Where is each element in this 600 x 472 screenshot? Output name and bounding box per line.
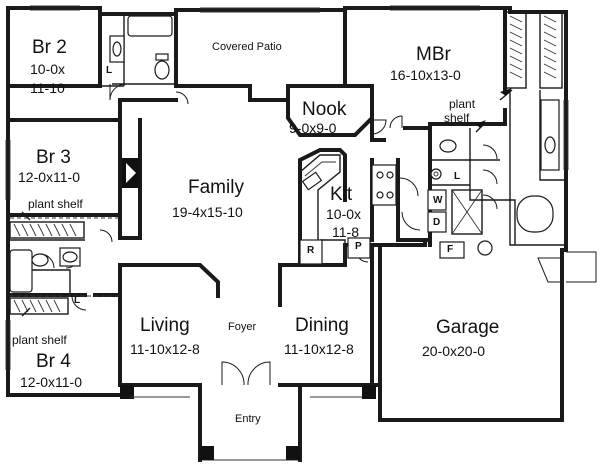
doors	[39, 83, 597, 386]
nook-dim: 9-0x9-0	[289, 120, 337, 136]
living-dim: 11-10x12-8	[130, 341, 200, 357]
linen-mbr-label: L	[454, 171, 461, 182]
br4-name: Br 4	[36, 351, 71, 372]
furnace-box	[439, 241, 465, 259]
kit-dim-1: 10-0x	[326, 206, 362, 222]
refrigerator-label: R	[307, 245, 315, 256]
mbr-name: MBr	[416, 44, 451, 65]
range-icon	[371, 164, 397, 206]
plant-shelf-lines	[10, 88, 513, 317]
br2-dim-2: 11-10	[30, 80, 65, 96]
br2-dim-1: 10-0x	[30, 61, 66, 77]
columns	[120, 385, 376, 460]
mbr-plant-label: plant	[449, 97, 476, 111]
dining-name: Dining	[295, 315, 349, 336]
sink-icon	[59, 35, 560, 267]
foyer-name: Foyer	[228, 321, 257, 333]
pantry-label: P	[355, 241, 362, 252]
mbr-shelf-label: shelf	[444, 111, 470, 125]
nook-name: Nook	[302, 99, 347, 120]
bathtub-icon	[9, 15, 554, 293]
br4-walls	[6, 263, 122, 387]
kit-name: Kit	[330, 184, 353, 205]
br4-dim: 12-0x11-0	[20, 374, 83, 390]
kitchen-counter	[299, 154, 341, 240]
br2-name: Br 2	[32, 37, 67, 58]
water-heater-icon	[477, 240, 493, 256]
dryer-label: D	[433, 217, 441, 228]
furnace-label: F	[447, 244, 454, 255]
family-dim: 19-4x15-10	[172, 204, 243, 220]
br3-dim: 12-0x11-0	[18, 169, 81, 185]
br3-plant-shelf-label: plant shelf	[28, 197, 83, 211]
garage-name: Garage	[436, 317, 500, 338]
br3-name: Br 3	[36, 147, 71, 168]
washer-label: W	[433, 195, 443, 206]
kit-dim-2: 11-8	[332, 224, 359, 240]
windows	[5, 5, 569, 398]
closet-rods	[9, 11, 563, 315]
entry-name: Entry	[235, 413, 261, 425]
patio-name: Covered Patio	[212, 41, 282, 53]
garage-dim: 20-0x20-0	[422, 343, 486, 359]
living-name: Living	[140, 315, 190, 336]
linen-br2-label: L	[106, 65, 113, 76]
mbr-dim: 16-10x13-0	[390, 67, 461, 83]
linen-br4-label: L	[74, 295, 81, 306]
dining-dim: 11-10x12-8	[284, 341, 354, 357]
laundry	[427, 168, 483, 235]
family-name: Family	[188, 177, 244, 198]
refrigerator-box	[299, 237, 371, 265]
fireplace-icon	[122, 158, 140, 188]
br4-plant-shelf-label: plant shelf	[12, 333, 67, 347]
